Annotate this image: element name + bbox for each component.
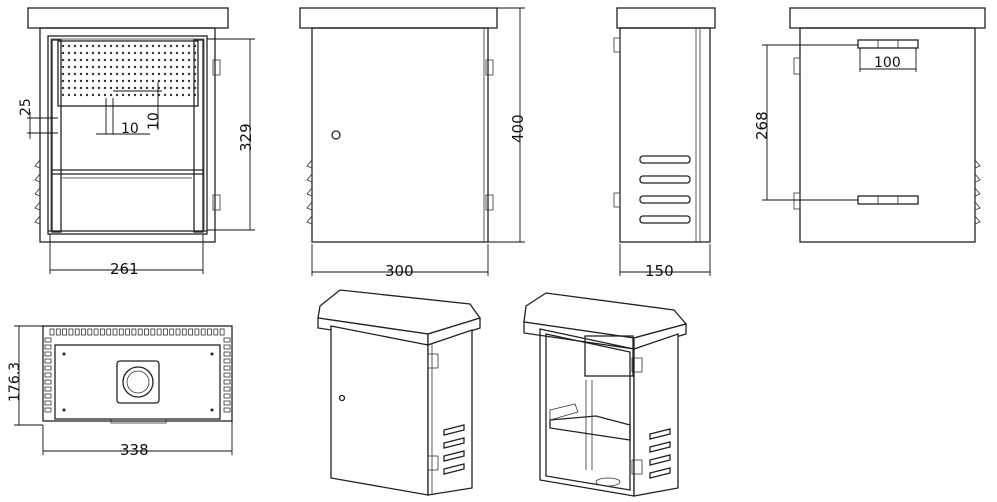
dim-depth: 150 [645, 262, 674, 280]
hinge-icon [485, 194, 494, 211]
front-door-view: 300 400 [299, 7, 527, 280]
door [330, 325, 429, 496]
top-view: 176.3 338 [7, 325, 233, 459]
back-view: 100 268 [753, 7, 986, 243]
cabinet-back [799, 27, 976, 243]
cabinet-body [39, 27, 216, 243]
roof [789, 7, 986, 29]
side-view: 150 [613, 7, 716, 280]
dim-bracket-spacing: 268 [753, 111, 771, 140]
open-frame [539, 328, 635, 497]
roof [27, 7, 229, 29]
perforated-panel [57, 40, 199, 107]
hinge-icon [613, 37, 621, 53]
cabinet-top-outline [42, 325, 233, 422]
dim-width: 300 [385, 262, 414, 280]
hinge-icon [485, 59, 494, 76]
isometric-closed-view [317, 289, 482, 496]
door [311, 27, 489, 243]
shelf [549, 415, 631, 441]
mounting-rail-left [51, 39, 62, 233]
cabinet-side [619, 27, 711, 243]
isometric-open-view [523, 292, 688, 497]
lock-icon [338, 394, 346, 402]
mounting-rail-right [193, 39, 204, 233]
roof [616, 7, 716, 29]
dim-bracket-width: 100 [874, 55, 901, 71]
lock-icon [331, 130, 341, 140]
front-open-view: 25 10 10 261 329 [18, 7, 255, 278]
dim-height: 400 [509, 114, 527, 143]
dim-width: 261 [110, 260, 139, 278]
cable-gland [116, 360, 160, 404]
roof [299, 7, 498, 29]
dim-hole-pitch-v: 10 [146, 112, 162, 130]
hinge-icon [212, 194, 221, 211]
dim-rail-pitch: 25 [18, 98, 34, 116]
mounting-bracket-top [857, 39, 919, 49]
hinge-icon [212, 59, 221, 76]
hinge-icon [613, 192, 621, 208]
dim-hole-pitch-h: 10 [121, 121, 139, 137]
dim-height: 329 [237, 123, 255, 152]
dim-width: 338 [120, 441, 149, 459]
perforated-panel [584, 335, 634, 377]
dim-depth: 176.3 [7, 362, 23, 402]
mounting-bracket-bottom [857, 195, 919, 205]
